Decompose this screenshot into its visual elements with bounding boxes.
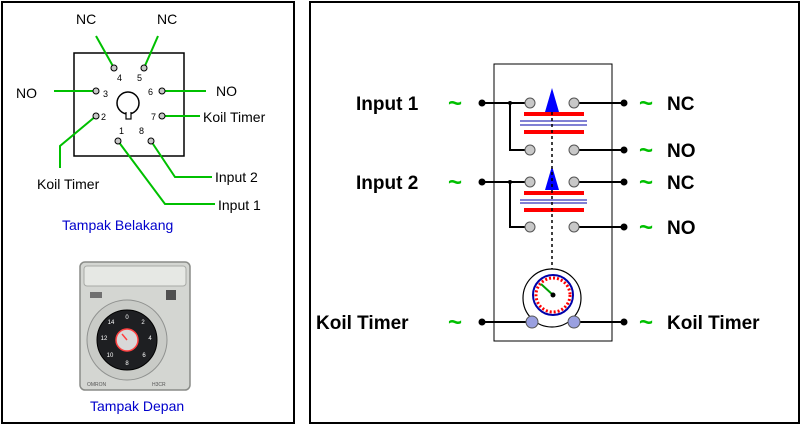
- pin-8: [147, 137, 155, 145]
- timer-model: H3CR: [152, 382, 166, 388]
- wire-pin4-nc: [95, 35, 115, 69]
- dial-number: 6: [142, 353, 146, 359]
- relay-schematic: ~ ~ ~ ~ ~ ~ ~ ~ Input 1 Input 2 Koil Tim…: [316, 63, 760, 342]
- wire-pin5-nc: [143, 35, 159, 69]
- timer-brand: OMRON: [87, 382, 107, 388]
- coil-dial-pointer: [540, 283, 554, 296]
- contact-2-nc-terminal: [568, 176, 580, 188]
- label-schematic-coil-left: Koil Timer: [316, 313, 409, 334]
- dial-number: 10: [107, 353, 114, 359]
- tilde-nc2: ~: [639, 169, 653, 196]
- contact-2-no-terminal: [568, 221, 580, 233]
- tilde-input1: ~: [448, 90, 462, 117]
- contact-1-arrow-icon: [545, 88, 559, 112]
- pin-1: [114, 137, 122, 145]
- dial-number: 12: [101, 336, 108, 342]
- wire-pin1-input1: [117, 140, 215, 205]
- dial-number: 8: [125, 361, 129, 367]
- pin-2: [92, 112, 100, 120]
- caption-rear-view: Tampak Belakang: [62, 217, 173, 233]
- contact-2-common-left: [524, 176, 536, 188]
- pin-number-2: 2: [101, 112, 106, 122]
- coil-dial-ticks: [534, 276, 572, 314]
- timer-top-strip: [83, 265, 187, 287]
- coil-terminal-right: [567, 315, 581, 329]
- pin-number-8: 8: [139, 126, 144, 136]
- pin-number-3: 3: [103, 89, 108, 99]
- contact-1-common-lower: [524, 144, 536, 156]
- contact-1-blade-bottom: [524, 130, 584, 134]
- tilde-nc1: ~: [639, 90, 653, 117]
- label-coil-right: Koil Timer: [203, 109, 266, 125]
- tilde-coil-left: ~: [448, 309, 462, 336]
- label-no-left: NO: [16, 85, 37, 101]
- label-schematic-input1: Input 1: [356, 94, 419, 115]
- timer-switch-left: [90, 292, 102, 298]
- label-no-right: NO: [216, 83, 237, 99]
- coil-terminal-left: [525, 315, 539, 329]
- contact-1-blade-top: [524, 112, 584, 116]
- contact-1-common-left: [524, 97, 536, 109]
- label-schematic-no2: NO: [667, 218, 696, 239]
- pin-4: [110, 64, 118, 72]
- dial-number: 14: [108, 320, 115, 326]
- label-schematic-nc1: NC: [667, 94, 695, 115]
- contact-set-2-wires: [482, 181, 624, 228]
- label-input2: Input 2: [215, 169, 258, 185]
- label-nc-left: NC: [76, 11, 96, 27]
- contact-2-common-lower: [524, 221, 536, 233]
- terminal-dots: [478, 99, 628, 326]
- tilde-input2: ~: [448, 169, 462, 196]
- socket-rear-view: 4 5 3 6 2 7 1 8 NC NC NO NO Koil Timer K…: [16, 11, 266, 233]
- label-input1: Input 1: [218, 197, 261, 213]
- tilde-coil-right: ~: [639, 309, 653, 336]
- pin-3: [92, 87, 100, 95]
- dial-number: 4: [148, 336, 152, 342]
- wire-pin8-input2: [150, 140, 212, 178]
- socket-pins: [92, 64, 166, 145]
- contact-2-blade-bottom: [524, 208, 584, 212]
- contact-1-no-terminal: [568, 144, 580, 156]
- label-schematic-no1: NO: [667, 141, 696, 162]
- contact-2-blade-top: [524, 191, 584, 195]
- contact-1-switch: [520, 88, 587, 134]
- pin-number-7: 7: [151, 112, 156, 122]
- label-schematic-nc2: NC: [667, 173, 695, 194]
- pin-7: [158, 112, 166, 120]
- wire-pin2-coil: [59, 115, 97, 168]
- pin-number-5: 5: [137, 73, 142, 83]
- timer-front-view: 0 2 4 6 8 10 12 14 OMRON H3CR Tampak Dep…: [79, 261, 191, 414]
- pin-number-4: 4: [117, 73, 122, 83]
- pin-6: [158, 87, 166, 95]
- contact-set-1-wires: [482, 102, 624, 151]
- tilde-no1: ~: [639, 137, 653, 164]
- dial-number: 0: [125, 315, 129, 321]
- label-schematic-input2: Input 2: [356, 173, 418, 194]
- contact-1-nc-terminal: [568, 97, 580, 109]
- pin-5: [140, 64, 148, 72]
- pin-number-1: 1: [119, 126, 124, 136]
- label-nc-right: NC: [157, 11, 177, 27]
- dial-number: 2: [141, 320, 145, 326]
- label-coil-left: Koil Timer: [37, 176, 100, 192]
- rear-view-wires: [54, 35, 215, 205]
- tilde-no2: ~: [639, 214, 653, 241]
- timer-switch-right: [166, 290, 176, 300]
- label-schematic-coil-right: Koil Timer: [667, 313, 760, 334]
- caption-front-view: Tampak Depan: [90, 398, 184, 414]
- timer-coil-dial: [522, 268, 582, 328]
- pin-number-6: 6: [148, 87, 153, 97]
